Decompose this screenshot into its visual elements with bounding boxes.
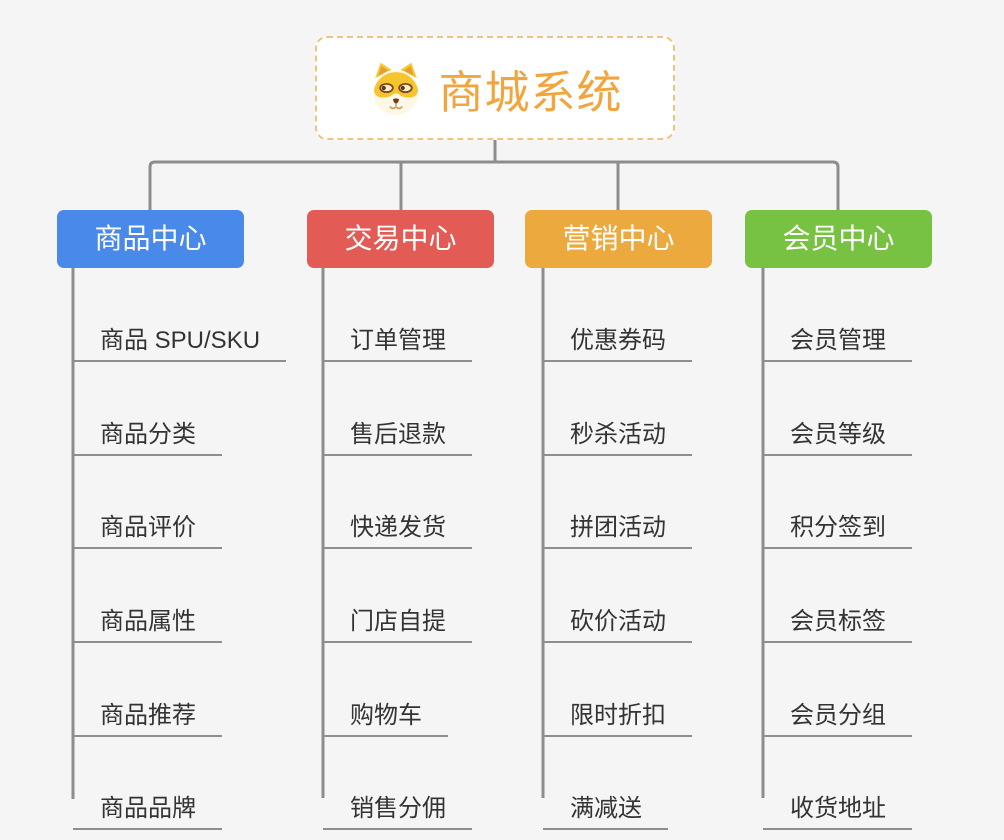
leaf-node-product-review[interactable]: 商品评价 bbox=[73, 504, 222, 550]
leaf-node-coupon-code[interactable]: 优惠券码 bbox=[543, 317, 692, 362]
leaf-node-member-level[interactable]: 会员等级 bbox=[763, 411, 912, 456]
root-title: 商城系统 bbox=[438, 66, 623, 118]
leaf-node-member-tags[interactable]: 会员标签 bbox=[763, 598, 912, 644]
leaf-node-store-pickup[interactable]: 门店自提 bbox=[323, 598, 472, 644]
leaf-node-product-recommend[interactable]: 商品推荐 bbox=[73, 692, 222, 737]
branch-node-product-center[interactable]: 商品中心 bbox=[57, 210, 244, 268]
leaf-node-group-buy[interactable]: 拼团活动 bbox=[543, 504, 692, 550]
branch-node-member-center[interactable]: 会员中心 bbox=[745, 210, 932, 268]
leaf-node-after-sales-refund[interactable]: 售后退款 bbox=[323, 411, 472, 456]
root-node[interactable]: 商城系统 bbox=[315, 36, 675, 140]
branch-items-member-center: 会员管理 会员等级 积分签到 会员标签 会员分组 收货地址 bbox=[763, 317, 912, 831]
leaf-node-shipping-address[interactable]: 收货地址 bbox=[763, 785, 912, 831]
leaf-node-bargain-activity[interactable]: 砍价活动 bbox=[543, 598, 692, 644]
leaf-node-points-checkin[interactable]: 积分签到 bbox=[763, 504, 912, 550]
leaf-node-product-category[interactable]: 商品分类 bbox=[73, 411, 222, 456]
leaf-node-order-management[interactable]: 订单管理 bbox=[323, 317, 472, 362]
leaf-node-member-groups[interactable]: 会员分组 bbox=[763, 692, 912, 737]
leaf-node-member-management[interactable]: 会员管理 bbox=[763, 317, 912, 362]
leaf-node-spend-save[interactable]: 满减送 bbox=[543, 785, 668, 831]
leaf-node-sales-commission[interactable]: 销售分佣 bbox=[323, 785, 472, 831]
leaf-node-product-attr[interactable]: 商品属性 bbox=[73, 598, 222, 644]
branch-items-product-center: 商品 SPU/SKU 商品分类 商品评价 商品属性 商品推荐 商品品牌 bbox=[73, 317, 287, 831]
leaf-node-product-spu-sku[interactable]: 商品 SPU/SKU bbox=[73, 317, 287, 362]
leaf-node-express-delivery[interactable]: 快递发货 bbox=[323, 504, 472, 550]
branch-node-trade-center[interactable]: 交易中心 bbox=[307, 210, 494, 268]
branch-items-marketing-center: 优惠券码 秒杀活动 拼团活动 砍价活动 限时折扣 满减送 bbox=[543, 317, 692, 831]
leaf-node-flash-sale[interactable]: 秒杀活动 bbox=[543, 411, 692, 456]
leaf-node-product-brand[interactable]: 商品品牌 bbox=[73, 785, 222, 831]
branch-node-marketing-center[interactable]: 营销中心 bbox=[525, 210, 712, 268]
shiba-dog-icon bbox=[367, 60, 425, 116]
leaf-node-shopping-cart[interactable]: 购物车 bbox=[323, 692, 448, 737]
branch-items-trade-center: 订单管理 售后退款 快递发货 门店自提 购物车 销售分佣 bbox=[323, 317, 472, 831]
leaf-node-limited-discount[interactable]: 限时折扣 bbox=[543, 692, 692, 737]
